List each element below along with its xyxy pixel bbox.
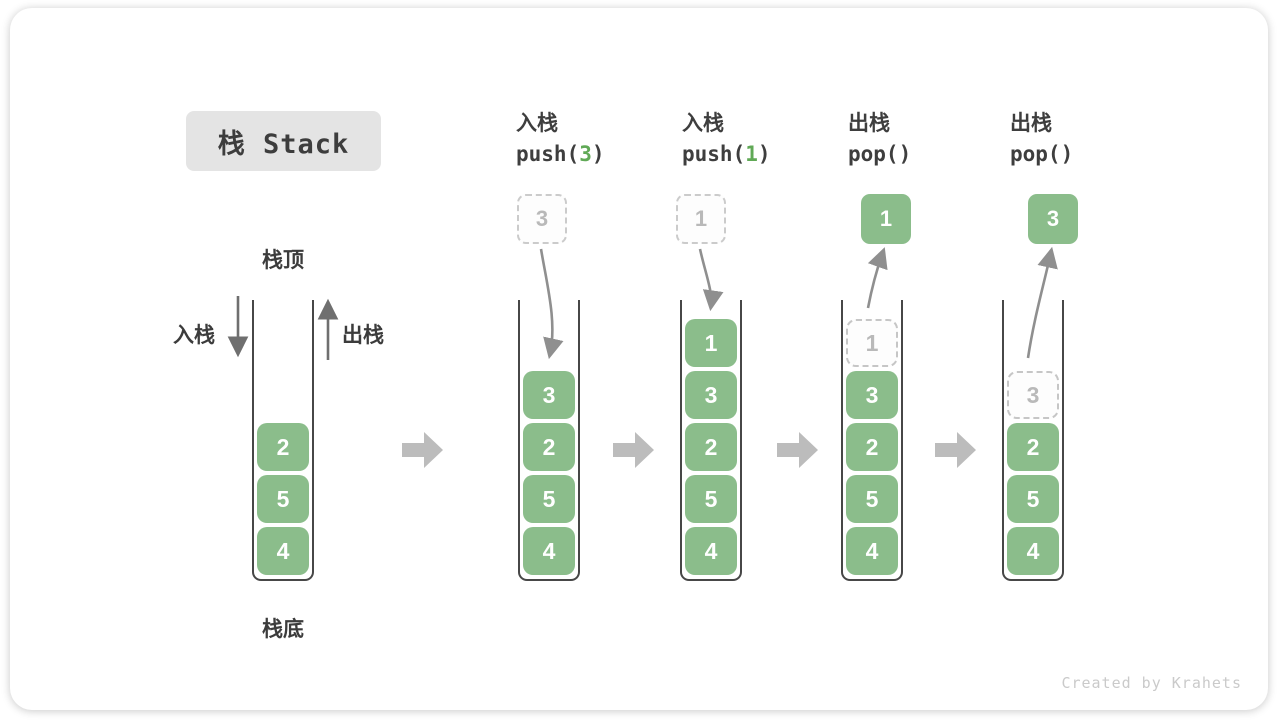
step-header-op: 入栈 [682,112,724,135]
pop-direction-label: 出栈 [342,324,384,347]
code-post: ) [757,142,771,166]
stack-cell: 5 [257,475,309,523]
stack-cell: 2 [523,423,575,471]
step-header-op: 出栈 [848,112,890,135]
stack-container [518,300,580,581]
stack-cell: 5 [846,475,898,523]
step-header-code: push(3) [516,142,605,166]
step-header-op: 出栈 [1010,112,1052,135]
stack-cell: 5 [685,475,737,523]
stack-cell: 1 [685,319,737,367]
stack-cell: 4 [846,527,898,575]
diagram-title: 栈 Stack [186,111,381,171]
stack-bottom-label: 栈底 [262,618,304,641]
stack-cell-ghost: 1 [846,319,898,367]
stack-container [1002,300,1064,581]
code-pre: push( [682,142,746,166]
code-arg: 3 [579,142,592,166]
code-post: ) [591,142,605,166]
stack-container [680,300,742,581]
incoming-value-box: 3 [517,194,567,244]
watermark: Created by Krahets [1061,674,1242,692]
step-header-op: 入栈 [516,112,558,135]
stack-cell-ghost: 3 [1007,371,1059,419]
stack-cell: 3 [846,371,898,419]
stack-container [252,300,314,581]
stack-container [841,300,903,581]
code-pre: push( [516,142,580,166]
popped-value-box: 3 [1028,194,1078,244]
code-pre: pop( [848,142,899,166]
stack-cell: 2 [685,423,737,471]
popped-value-box: 1 [861,194,911,244]
stack-cell: 2 [257,423,309,471]
code-post: ) [1060,142,1074,166]
stack-cell: 4 [1007,527,1059,575]
stack-cell: 4 [523,527,575,575]
step-header-code: push(1) [682,142,771,166]
stack-cell: 2 [846,423,898,471]
push-direction-label: 入栈 [173,324,215,347]
incoming-value-box: 1 [676,194,726,244]
stack-cell: 5 [523,475,575,523]
code-pre: pop( [1010,142,1061,166]
stack-cell: 3 [685,371,737,419]
code-post: ) [898,142,912,166]
stack-cell: 4 [257,527,309,575]
stack-cell: 4 [685,527,737,575]
stack-cell: 3 [523,371,575,419]
stack-cell: 2 [1007,423,1059,471]
code-arg: 1 [745,142,758,166]
stack-top-label: 栈顶 [262,249,304,272]
step-header-code: pop() [1010,142,1073,166]
stack-cell: 5 [1007,475,1059,523]
step-header-code: pop() [848,142,911,166]
